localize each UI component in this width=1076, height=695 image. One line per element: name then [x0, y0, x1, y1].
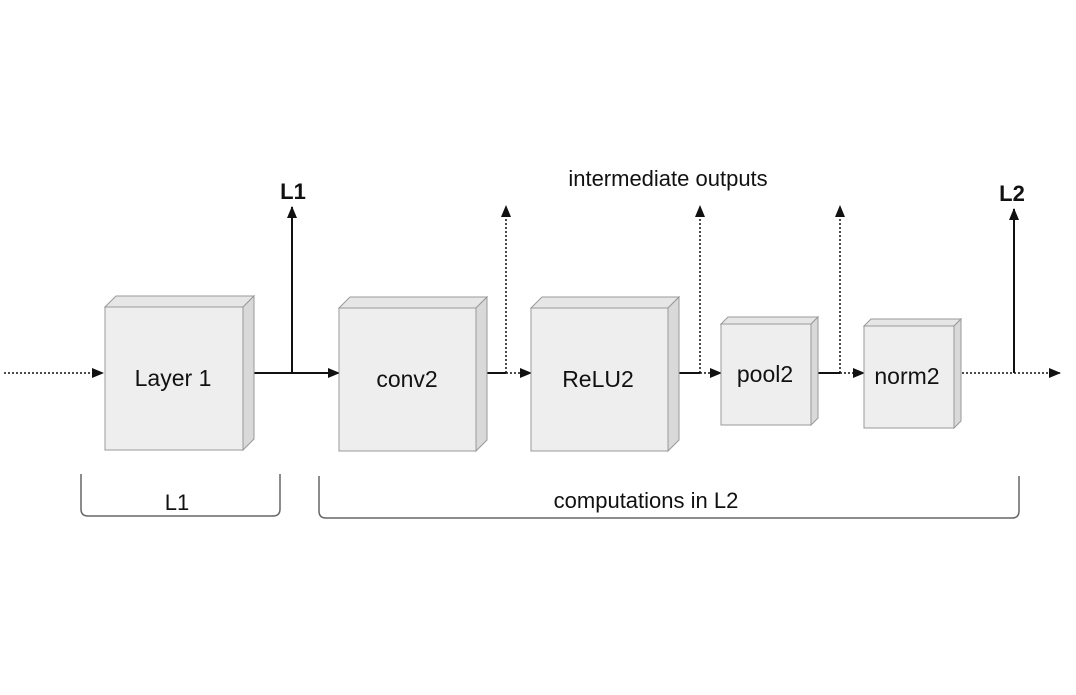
- box-conv2-front: [338, 307, 477, 452]
- box-layer1: Layer 1: [103, 294, 256, 452]
- box-norm2-top: [862, 318, 963, 327]
- box-conv2-label: conv2: [376, 366, 437, 392]
- box-pool2-front: [720, 323, 812, 426]
- box-conv2: conv2: [337, 295, 489, 453]
- box-norm2-side: [953, 317, 962, 430]
- intermediate-outputs-caption: intermediate outputs: [568, 166, 767, 191]
- l1-bracket-label: L1: [165, 490, 189, 515]
- box-layer1-top: [103, 295, 256, 308]
- l1-output-label: L1: [280, 179, 306, 204]
- box-pool2: pool2: [719, 315, 820, 427]
- box-layer1-label: Layer 1: [135, 365, 212, 391]
- box-norm2: norm2: [862, 317, 963, 430]
- box-relu2-top: [529, 296, 681, 309]
- box-pool2-label: pool2: [737, 361, 793, 387]
- box-pool2-side: [810, 315, 819, 427]
- box-relu2-label: ReLU2: [562, 366, 634, 392]
- box-layer1-front: [104, 306, 244, 451]
- l2-output-label: L2: [999, 181, 1025, 206]
- l2-bracket-label: computations in L2: [554, 488, 739, 513]
- output-arrows: [287, 205, 1019, 373]
- box-relu2-front: [530, 307, 669, 452]
- box-conv2-side: [475, 295, 488, 453]
- box-norm2-label: norm2: [874, 363, 939, 389]
- box-relu2: ReLU2: [529, 295, 681, 453]
- l1-bracket: [80, 474, 281, 517]
- box-pool2-top: [719, 316, 820, 325]
- box-norm2-front: [863, 325, 955, 429]
- box-conv2-top: [337, 296, 489, 309]
- l2-bracket: [318, 476, 1020, 519]
- box-relu2-side: [667, 295, 680, 453]
- box-layer1-side: [242, 294, 255, 452]
